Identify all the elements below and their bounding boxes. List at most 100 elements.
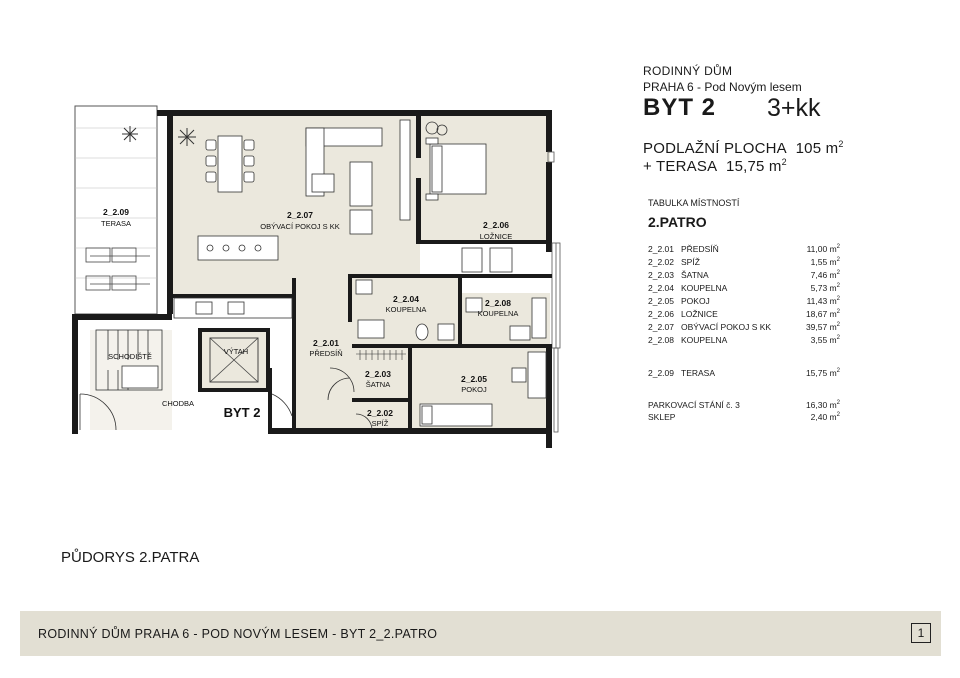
parking-row: PARKOVACÍ STÁNÍ č. 3 16,30 m2 [648, 400, 840, 414]
room-number: 2_2.06 [483, 220, 509, 230]
room-name: LOŽNICE [681, 309, 718, 319]
room-table-caption: TABULKA MÍSTNOSTÍ [648, 198, 740, 208]
unit-type: 3+kk [767, 94, 821, 122]
room-labels: 2_2.09 TERASA 2_2.07 OBÝVACÍ POKOJ S KK … [101, 207, 518, 428]
elevator-shaft [198, 328, 270, 392]
room-name: KOUPELNA [386, 305, 427, 314]
room-code: 2_2.03 [648, 270, 674, 280]
double-bed [425, 137, 487, 201]
room-name: TERASA [681, 368, 716, 378]
elevator-label: VÝTAH [224, 347, 248, 356]
room-number: 2_2.09 [103, 207, 129, 217]
room-code: 2_2.01 [648, 244, 674, 254]
room-number: 2_2.02 [367, 408, 393, 418]
table-row: 2_2.04 KOUPELNA 5,73 m2 [648, 283, 840, 297]
corridor-door-swing [79, 367, 373, 431]
room-number: 2_2.05 [461, 374, 487, 384]
room-area: 39,57 m2 [805, 322, 840, 332]
room-name: KOUPELNA [478, 309, 519, 318]
terrace-furniture [85, 247, 150, 291]
floor-plan: 2_2.09 TERASA 2_2.07 OBÝVACÍ POKOJ S KK … [60, 98, 600, 470]
room-name: SPÍŽ [681, 257, 700, 267]
plant-icon [122, 126, 138, 142]
closet-rails [356, 350, 406, 360]
room-code: 2_2.04 [648, 283, 674, 293]
table-row: 2_2.03 ŠATNA 7,46 m2 [648, 270, 840, 284]
tv-cabinet [399, 119, 411, 221]
terrace-label: + TERASA [643, 158, 718, 175]
table-row: 2_2.07 OBÝVACÍ POKOJ S KK 39,57 m2 [648, 322, 840, 336]
footer-text: RODINNÝ DŮM PRAHA 6 - POD NOVÝM LESEM - … [38, 627, 438, 641]
room-name: OBÝVACÍ POKOJ S KK [681, 322, 772, 332]
kitchen-counter [173, 297, 293, 319]
extra-area: 16,30 m2 [805, 400, 840, 410]
terrace-row: 2_2.09 TERASA 15,75 m2 [648, 368, 840, 382]
room-number: 2_2.08 [485, 298, 511, 308]
table-row: 2_2.02 SPÍŽ 1,55 m2 [648, 257, 840, 271]
table-row: 2_2.06 LOŽNICE 18,67 m2 [648, 309, 840, 323]
dining-table [205, 135, 255, 193]
area-exponent: 2 [838, 139, 844, 149]
room-code: 2_2.06 [648, 309, 674, 319]
plan-title: PŮDORYS 2.PATRA [61, 549, 200, 566]
room-code: 2_2.07 [648, 322, 674, 332]
room-name: PŘEDSÍŇ [681, 244, 719, 254]
single-bed [419, 403, 493, 427]
floor-area-value: 105 m [795, 140, 839, 157]
room-name: OBÝVACÍ POKOJ S KK [260, 222, 339, 231]
room-name: ŠATNA [366, 380, 390, 389]
corridor-label: CHODBA [162, 399, 194, 408]
room-area: 5,73 m2 [810, 283, 840, 293]
window-strips [547, 151, 561, 433]
room-area: 11,00 m2 [806, 244, 840, 254]
interior-walls [172, 116, 552, 434]
extra-name: PARKOVACÍ STÁNÍ č. 3 [648, 400, 740, 410]
area-exponent: 2 [781, 157, 787, 167]
room-area: 15,75 m2 [805, 368, 840, 378]
stairs-label: SCHODIŠTĚ [108, 352, 152, 361]
floor-label: 2.PATRO [648, 214, 707, 230]
extra-area: 2,40 m2 [810, 412, 840, 422]
room-area: 1,55 m2 [810, 257, 840, 267]
armchair [349, 209, 373, 235]
room-name: KOUPELNA [681, 283, 728, 293]
floor-area: PODLAŽNÍ PLOCHA 105 m2 [643, 139, 844, 157]
room-area: 18,67 m2 [805, 309, 840, 319]
table-row: 2_2.05 POKOJ 11,43 m2 [648, 296, 840, 310]
room-name: KOUPELNA [681, 335, 728, 345]
room-code: 2_2.09 [648, 368, 674, 378]
terrace-value: 15,75 m [726, 158, 782, 175]
room-code: 2_2.08 [648, 335, 674, 345]
project-name: RODINNÝ DŮM [643, 64, 733, 78]
stair-core [95, 329, 163, 391]
sofa [305, 127, 383, 207]
kitchen-island [197, 235, 279, 261]
room-name: POKOJ [461, 385, 487, 394]
page-number: 1 [911, 623, 931, 643]
room-name: LOŽNICE [480, 232, 513, 241]
unit-label: BYT 2 [224, 405, 261, 420]
terrace-area: + TERASA 15,75 m2 [643, 157, 787, 175]
exterior-walls [72, 110, 552, 448]
room-code: 2_2.02 [648, 257, 674, 267]
room-area: 7,46 m2 [810, 270, 840, 280]
bathroom-fixtures [355, 279, 547, 341]
cellar-row: SKLEP 2,40 m2 [648, 412, 840, 426]
room-number: 2_2.04 [393, 294, 419, 304]
room-name: TERASA [101, 219, 131, 228]
room-name: PŘEDSÍŇ [309, 349, 342, 358]
project-address: PRAHA 6 - Pod Novým lesem [643, 80, 802, 94]
desk [511, 351, 547, 399]
floor-area-label: PODLAŽNÍ PLOCHA [643, 140, 787, 157]
potted-plant-icon [178, 128, 196, 146]
wardrobe [461, 247, 513, 273]
table-row: 2_2.08 KOUPELNA 3,55 m2 [648, 335, 840, 349]
room-name: POKOJ [681, 296, 710, 306]
terrace-area [74, 105, 158, 315]
room-area: 11,43 m2 [806, 296, 840, 306]
room-area: 3,55 m2 [810, 335, 840, 345]
table-row: 2_2.01 PŘEDSÍŇ 11,00 m2 [648, 244, 840, 258]
bedroom-plant-icon [425, 121, 448, 136]
room-name: SPÍŽ [372, 419, 389, 428]
room-name: ŠATNA [681, 270, 709, 280]
